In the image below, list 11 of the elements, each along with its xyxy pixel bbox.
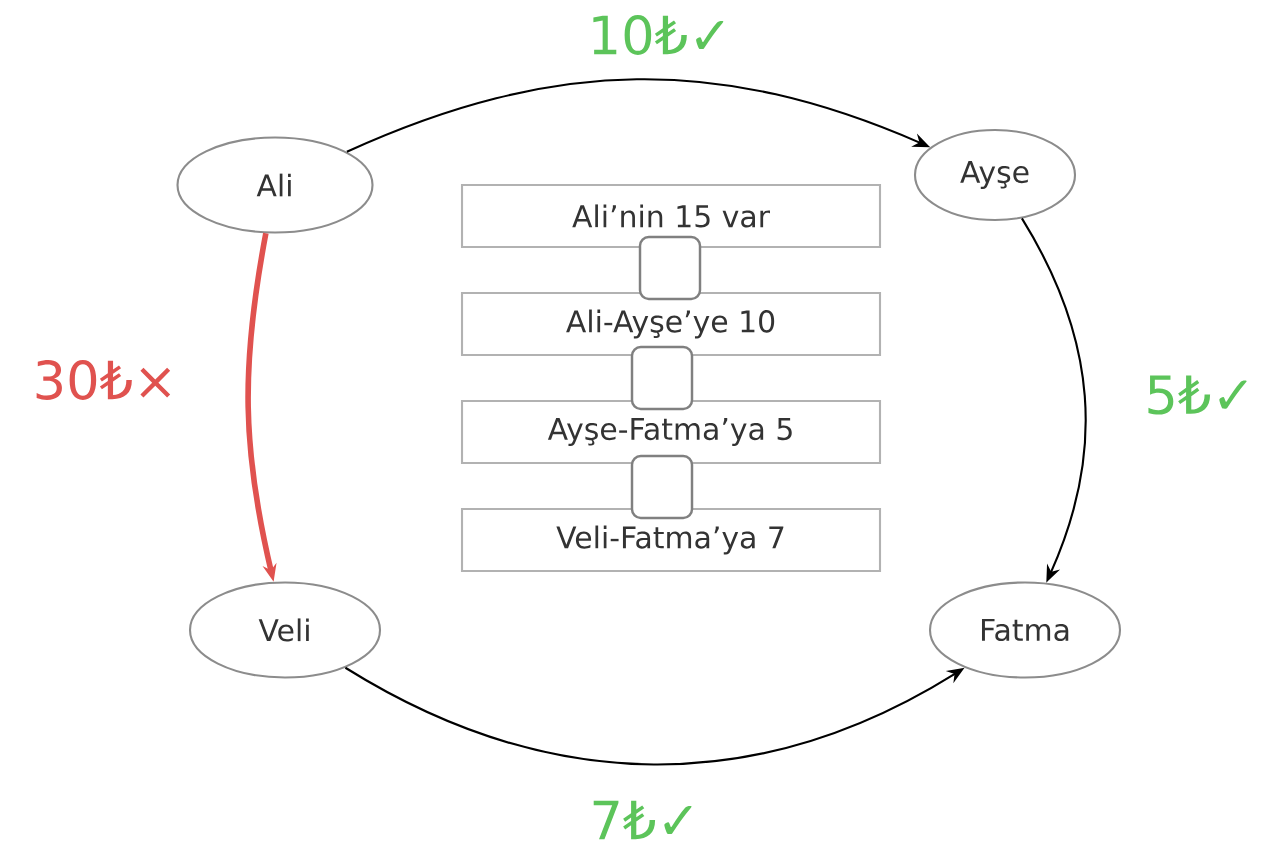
text-box: Ali-Ayşe’ye 10 [460, 291, 882, 357]
edge-label: 5₺✓ [1140, 371, 1260, 419]
square-box [630, 454, 694, 520]
square-box [630, 345, 694, 411]
text-box: Ali’nin 15 var [460, 183, 882, 249]
text-box: Ayşe-Fatma’ya 5 [460, 399, 882, 465]
text-box: Veli-Fatma’ya 7 [460, 507, 882, 573]
edge-label: 30₺× [29, 356, 181, 404]
edge-label: 7₺✓ [585, 797, 705, 843]
edge-label: 10₺✓ [584, 11, 736, 59]
square-box [638, 235, 702, 301]
